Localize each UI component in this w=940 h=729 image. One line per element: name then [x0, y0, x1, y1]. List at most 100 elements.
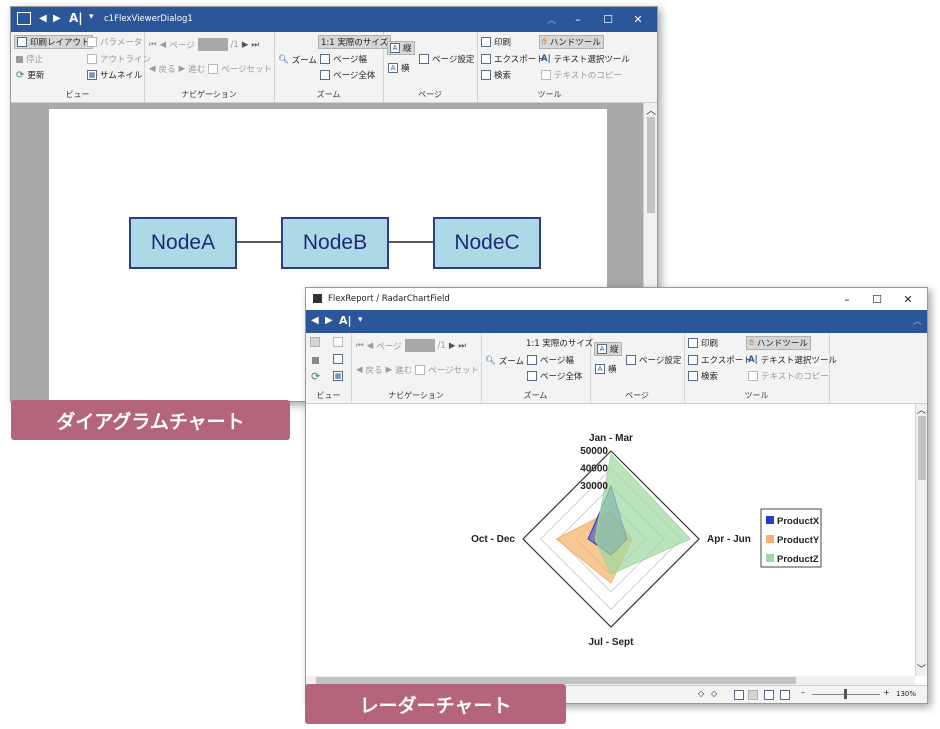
horizontal-scrollbar[interactable]: [306, 676, 915, 685]
print-button[interactable]: 印刷: [688, 337, 718, 349]
diagram-chart-caption: ダイアグラムチャート: [11, 400, 290, 440]
outline-button[interactable]: [333, 354, 343, 364]
prev-diamond-icon[interactable]: ◇: [698, 689, 705, 698]
forward-icon[interactable]: ▶: [385, 365, 393, 375]
whole-page-button[interactable]: ページ全体: [320, 69, 375, 81]
page-setup-button[interactable]: ページ設定: [626, 354, 681, 366]
radial-tick-label: 30000: [580, 481, 608, 492]
whole-page-icon: [320, 70, 330, 80]
single-page-view-icon[interactable]: [734, 690, 744, 700]
h-scroll-thumb[interactable]: [316, 677, 796, 684]
stop-button[interactable]: 停止: [16, 53, 43, 65]
print-button[interactable]: 印刷: [481, 36, 511, 48]
scroll-down-icon[interactable]: ﹀: [917, 665, 927, 675]
back-icon[interactable]: ◀: [39, 13, 47, 24]
category-label: Apr - Jun: [707, 534, 751, 545]
first-page-icon[interactable]: ⏮: [356, 340, 364, 351]
print-layout-button[interactable]: [310, 337, 320, 347]
back-icon[interactable]: ◀: [311, 315, 319, 326]
page-set-checkbox[interactable]: [415, 365, 426, 375]
minimize-button[interactable]: –: [844, 292, 850, 306]
last-page-icon[interactable]: ⏭: [458, 340, 467, 351]
zoom-button[interactable]: 🔍︎ズーム: [485, 356, 525, 367]
text-select-tool-button[interactable]: A|テキスト選択ツール: [748, 355, 837, 366]
hand-tool-button[interactable]: ✋︎ハンドツール: [746, 336, 811, 350]
hand-tool-button[interactable]: ✋︎ハンドツール: [539, 35, 604, 49]
page-width-button[interactable]: ページ幅: [527, 354, 574, 366]
page-setup-button[interactable]: ページ設定: [419, 53, 474, 65]
prev-page-icon[interactable]: ◀: [159, 39, 167, 50]
scroll-up-icon[interactable]: ︿: [646, 106, 656, 117]
close-button[interactable]: ✕: [903, 292, 913, 306]
back-label[interactable]: 戻る: [158, 65, 176, 75]
copy-text-button[interactable]: テキストのコピー: [748, 370, 829, 382]
prev-page-icon[interactable]: ◀: [366, 340, 374, 351]
qat-dropdown-icon[interactable]: ▾: [89, 12, 94, 22]
text-select-icon: A|: [748, 355, 758, 365]
thumbnail-button[interactable]: ▦サムネイル: [87, 70, 143, 81]
qat-dropdown-icon[interactable]: ▾: [358, 315, 363, 325]
text-select-tool-button[interactable]: A|テキスト選択ツール: [541, 54, 630, 65]
back-icon[interactable]: ◀: [149, 64, 156, 74]
maximize-button[interactable]: ☐: [872, 292, 882, 306]
stop-icon[interactable]: [312, 357, 319, 364]
forward-icon[interactable]: ▶: [53, 13, 61, 24]
vertical-scrollbar[interactable]: ︿ ﹀: [915, 404, 927, 676]
scroll-thumb[interactable]: [918, 416, 926, 480]
thumbnail-button[interactable]: ▦: [333, 371, 343, 381]
close-button[interactable]: ✕: [633, 13, 643, 26]
forward-label[interactable]: 進む: [395, 366, 413, 376]
first-page-icon[interactable]: ⏮: [149, 39, 157, 50]
four-page-view-icon[interactable]: [780, 690, 790, 700]
zoom-out-icon[interactable]: –: [801, 688, 805, 697]
page-number-input[interactable]: [404, 339, 435, 352]
collapse-ribbon-icon[interactable]: ︿: [547, 16, 557, 26]
export-button[interactable]: エクスポート: [688, 354, 752, 366]
next-diamond-icon[interactable]: ◇: [711, 689, 718, 698]
next-page-icon[interactable]: ▶: [241, 39, 249, 50]
whole-page-button[interactable]: ページ全体: [527, 370, 582, 382]
parameters-button[interactable]: [333, 337, 343, 347]
refresh-button[interactable]: ⟳更新: [16, 69, 45, 82]
parameters-button[interactable]: パラメータ: [87, 36, 142, 48]
app-icon: [313, 294, 322, 303]
collapse-ribbon-icon[interactable]: ︿: [913, 317, 923, 327]
zoom-in-icon[interactable]: +: [883, 688, 890, 697]
print-layout-button[interactable]: 印刷レイアウト: [14, 35, 93, 49]
page-set-checkbox[interactable]: [208, 64, 219, 74]
zoom-button[interactable]: 🔍︎ズーム: [278, 55, 318, 66]
forward-icon[interactable]: ▶: [178, 64, 186, 74]
minimize-button[interactable]: –: [575, 13, 581, 26]
actual-size-button[interactable]: 1:1 実際のサイズ: [526, 339, 594, 349]
search-button[interactable]: 検索: [688, 370, 718, 382]
two-page-view-icon[interactable]: [764, 690, 774, 700]
page-width-button[interactable]: ページ幅: [320, 53, 367, 65]
export-icon: [688, 355, 698, 365]
continuous-view-icon[interactable]: [748, 690, 758, 700]
zoom-slider-thumb[interactable]: [844, 689, 847, 699]
scroll-thumb[interactable]: [647, 117, 655, 213]
last-page-icon[interactable]: ⏭: [251, 39, 260, 50]
forward-icon[interactable]: ▶: [325, 315, 333, 326]
back-icon[interactable]: ◀: [356, 365, 363, 375]
outline-button[interactable]: アウトライン: [87, 53, 151, 65]
text-select-icon[interactable]: A|: [69, 11, 83, 25]
actual-size-button[interactable]: 1:1 実際のサイズ: [318, 35, 392, 49]
export-button[interactable]: エクスポート: [481, 53, 545, 65]
scroll-up-icon[interactable]: ︿: [917, 406, 927, 416]
maximize-button[interactable]: ☐: [603, 13, 613, 26]
search-button[interactable]: 検索: [481, 69, 511, 81]
next-page-icon[interactable]: ▶: [448, 340, 456, 351]
copy-text-button[interactable]: テキストのコピー: [541, 69, 622, 81]
ribbon: 印刷レイアウト 停止 ⟳更新 パラメータ アウトライン ▦サムネイル ビュー ⏮…: [11, 32, 657, 103]
connector-lines: [237, 241, 433, 243]
text-select-icon[interactable]: A|: [339, 314, 352, 327]
page-number-input[interactable]: [197, 38, 228, 51]
forward-label[interactable]: 進む: [188, 65, 206, 75]
back-label[interactable]: 戻る: [365, 366, 383, 376]
refresh-icon[interactable]: ⟳: [311, 370, 321, 383]
